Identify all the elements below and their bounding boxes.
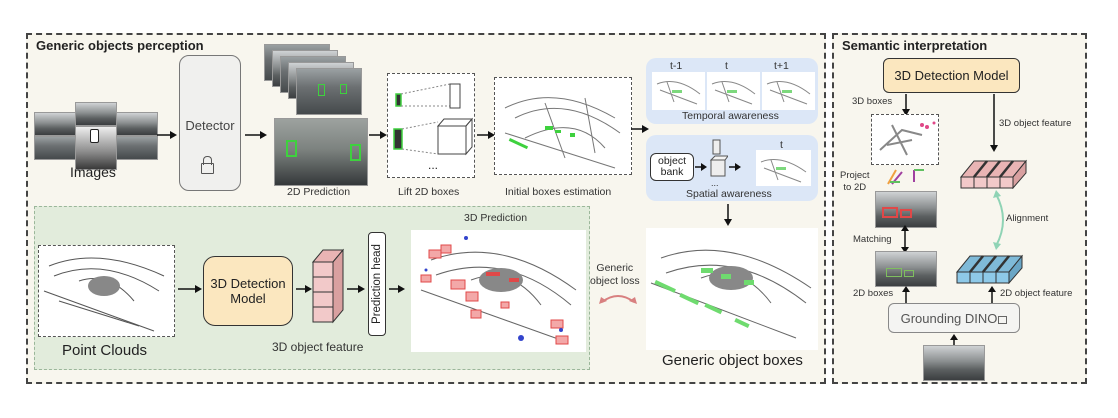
arrow-storage-to-frame bbox=[729, 163, 741, 171]
arrow-feature-to-head bbox=[347, 285, 365, 293]
project-to-2d-label: Project to 2D bbox=[840, 170, 870, 193]
arrow-initial-to-awareness bbox=[631, 125, 649, 133]
initial-boxes-label: Initial boxes estimation bbox=[505, 186, 612, 198]
matching-label: Matching bbox=[853, 234, 892, 245]
temporal-frame-3 bbox=[762, 72, 815, 110]
semantic-3d-detection-model: 3D Detection Model bbox=[883, 58, 1020, 93]
object-bank-button: object bank bbox=[650, 153, 694, 181]
arrow-2d-to-lift bbox=[369, 131, 387, 139]
generic-object-loss-label: Generic object loss bbox=[590, 262, 640, 287]
frame-label-t-minus-1: t-1 bbox=[670, 60, 683, 72]
car-icon bbox=[90, 129, 99, 143]
arrow-dino-to-2d-feature bbox=[988, 286, 996, 304]
3d-object-feature-label-semantic: 3D object feature bbox=[999, 118, 1072, 129]
detector-label: Detector bbox=[185, 118, 235, 133]
frame-label-t: t bbox=[725, 60, 728, 72]
alignment-arrow bbox=[993, 190, 1004, 250]
arrow-images-to-detector bbox=[157, 131, 177, 139]
initial-boxes-pointcloud bbox=[494, 77, 632, 175]
storage-icon bbox=[709, 139, 728, 177]
arrow-pointcloud-to-model bbox=[178, 285, 202, 293]
arrow-lift-to-initial bbox=[477, 131, 495, 139]
temporal-awareness-label: Temporal awareness bbox=[682, 110, 779, 122]
arrow-dino-to-2d-boxes bbox=[902, 286, 910, 304]
3d-object-feature-stack bbox=[311, 248, 345, 324]
2d-boxes-label: 2D boxes bbox=[853, 288, 894, 299]
grounding-dino-block: Grounding DINO bbox=[888, 303, 1020, 333]
matching-arrow bbox=[901, 225, 909, 253]
prediction-2d-label: 2D Prediction bbox=[287, 186, 351, 198]
arrow-model-to-feature bbox=[296, 285, 312, 293]
arrow-model-to-3d-boxes bbox=[902, 94, 910, 116]
arrow-model-to-3d-feature bbox=[990, 94, 998, 152]
arrow-head-to-prediction bbox=[389, 285, 405, 293]
3d-boxes-label: 3D boxes bbox=[852, 96, 893, 107]
2d-object-feature-label: 2D object feature bbox=[1000, 288, 1073, 299]
grounding-2d-image bbox=[875, 251, 937, 287]
lift-ellipsis: ... bbox=[428, 158, 439, 172]
frame-label-t-plus-1: t+1 bbox=[774, 60, 789, 72]
3d-detection-model-block: 3D Detection Model bbox=[203, 256, 293, 326]
semantic-3d-boxes-image bbox=[871, 114, 939, 165]
generic-object-boxes-label: Generic object boxes bbox=[662, 352, 803, 369]
3d-prediction-pointcloud bbox=[411, 230, 586, 352]
prediction-head-block: Prediction head bbox=[368, 232, 386, 336]
arrow-bank-to-storage bbox=[695, 163, 707, 171]
lift-2d-boxes-diagram: ... bbox=[387, 73, 475, 178]
dino-input-image bbox=[923, 345, 985, 381]
spatial-frame-label: t bbox=[780, 139, 783, 151]
semantic-2d-feature-block bbox=[955, 254, 1024, 284]
semantic-interpretation-title: Semantic interpretation bbox=[842, 38, 988, 53]
temporal-frame-2 bbox=[707, 72, 760, 110]
3d-prediction-label: 3D Prediction bbox=[464, 212, 528, 224]
projection-arrows-icon bbox=[887, 169, 924, 185]
arrow-detector-to-2d bbox=[245, 131, 267, 139]
temporal-frame-1 bbox=[652, 72, 705, 110]
spatial-frame bbox=[756, 150, 811, 186]
arrow-awareness-to-generic bbox=[724, 204, 732, 226]
bidirectional-loss-arrow bbox=[599, 295, 637, 304]
point-clouds-image bbox=[38, 245, 175, 337]
lock-icon bbox=[998, 316, 1008, 324]
lock-icon bbox=[201, 163, 214, 174]
spatial-awareness-label: Spatial awareness bbox=[686, 188, 772, 200]
alignment-label: Alignment bbox=[1006, 213, 1049, 224]
generic-object-boxes-pointcloud bbox=[646, 228, 818, 350]
lift-2d-boxes-label: Lift 2D boxes bbox=[398, 186, 460, 198]
point-clouds-label: Point Clouds bbox=[62, 342, 148, 359]
images-label: Images bbox=[70, 164, 116, 180]
3d-object-feature-label: 3D object feature bbox=[272, 340, 364, 354]
spatial-ellipsis: ... bbox=[711, 178, 719, 188]
detector-block: Detector bbox=[179, 55, 241, 191]
semantic-3d-feature-block bbox=[959, 159, 1028, 189]
generic-objects-perception-title: Generic objects perception bbox=[36, 38, 204, 53]
